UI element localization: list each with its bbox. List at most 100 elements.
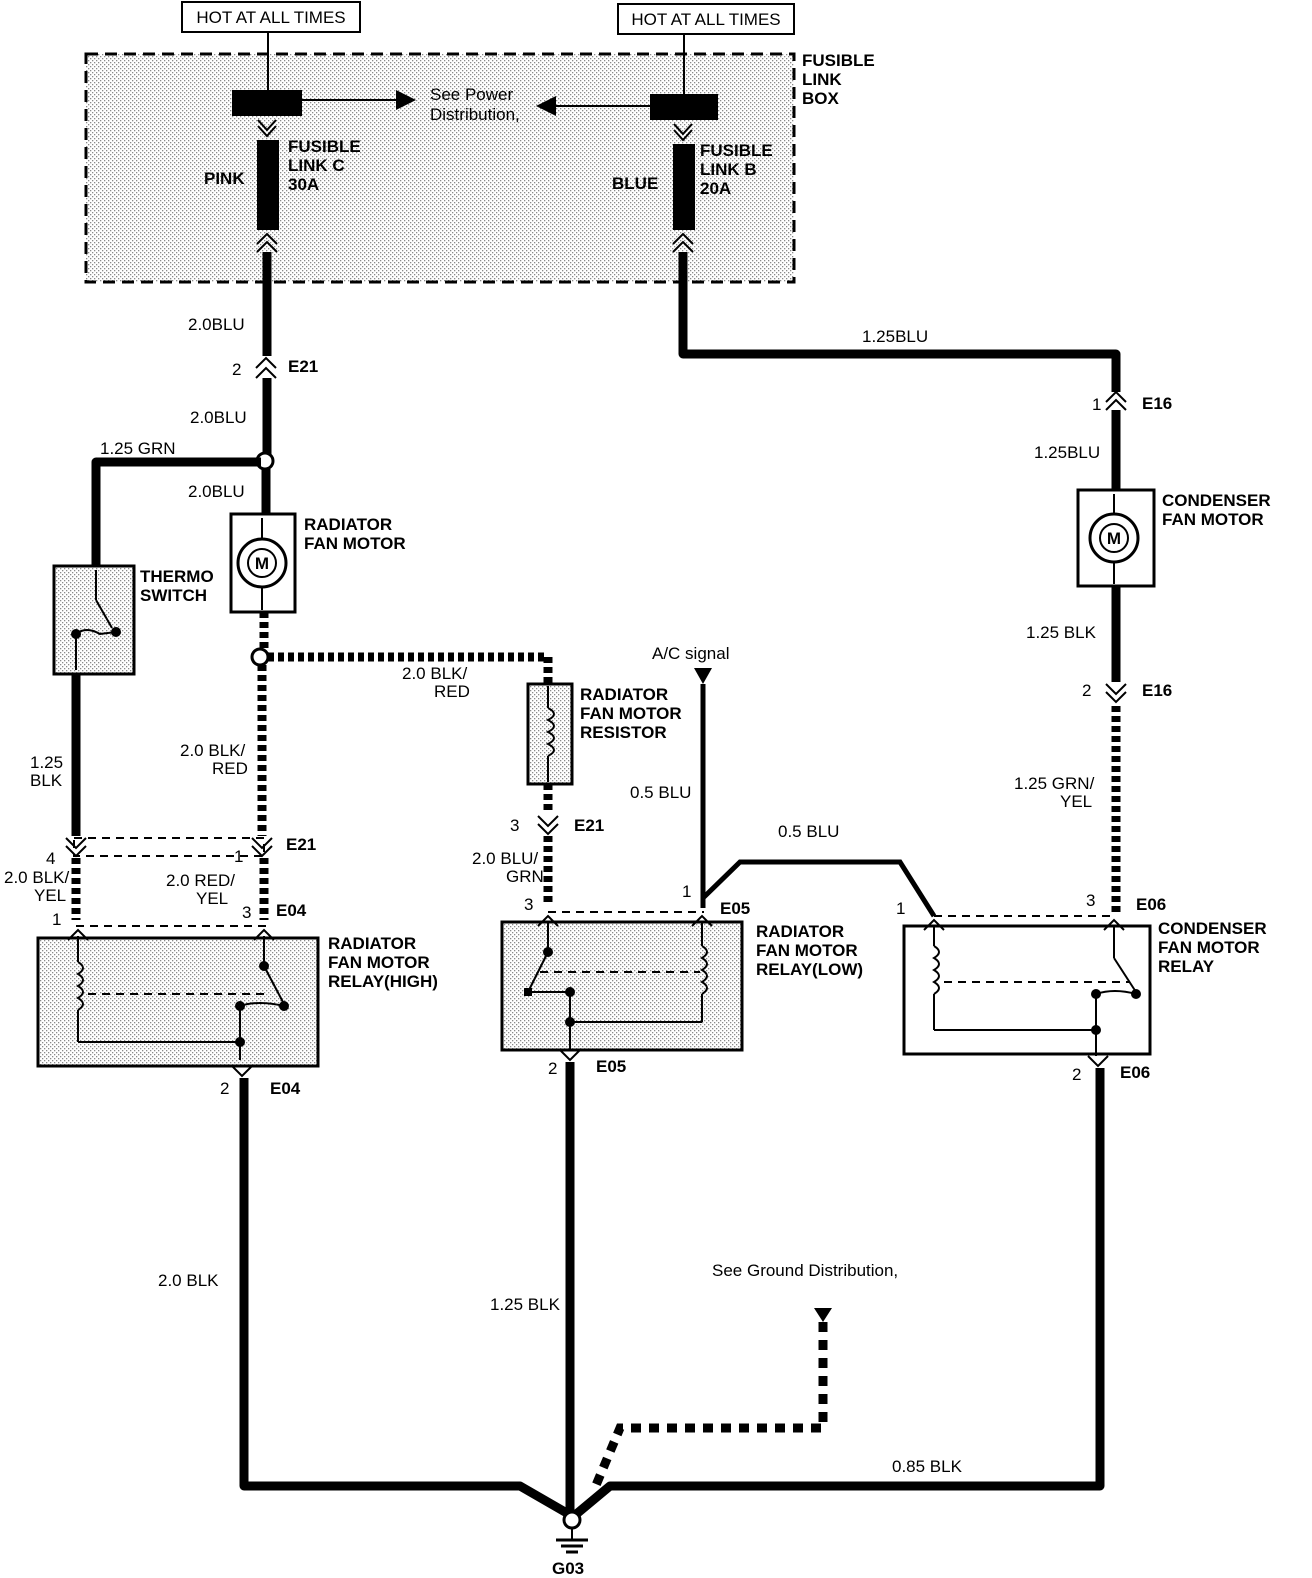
svg-text:0.5 BLU: 0.5 BLU bbox=[630, 783, 691, 802]
ground-g03: G03 bbox=[552, 1510, 588, 1578]
svg-text:RELAY(LOW): RELAY(LOW) bbox=[756, 960, 863, 979]
svg-text:FAN MOTOR: FAN MOTOR bbox=[304, 534, 406, 553]
connector-e21-top: 2 E21 bbox=[232, 356, 318, 379]
svg-text:E06: E06 bbox=[1136, 895, 1166, 914]
svg-text:HOT AT ALL TIMES: HOT AT ALL TIMES bbox=[196, 8, 345, 27]
connector-e04-top: 1 3 E04 bbox=[52, 901, 307, 929]
thermo-switch: THERMO SWITCH bbox=[52, 564, 214, 676]
connector-e16-top: 1 E16 bbox=[1092, 390, 1172, 414]
radiator-fan-relay-low: RADIATOR FAN MOTOR RELAY(LOW) bbox=[500, 914, 863, 1052]
connector-e21-left: E21 4 1 bbox=[46, 835, 316, 868]
svg-text:1.25 BLK: 1.25 BLK bbox=[1026, 623, 1097, 642]
svg-text:SWITCH: SWITCH bbox=[140, 586, 207, 605]
svg-text:2.0BLU: 2.0BLU bbox=[188, 315, 245, 334]
svg-text:CONDENSER: CONDENSER bbox=[1162, 491, 1271, 510]
svg-text:3: 3 bbox=[1086, 891, 1095, 910]
condenser-fan-motor: M CONDENSER FAN MOTOR bbox=[1076, 488, 1271, 588]
svg-text:2: 2 bbox=[1072, 1065, 1081, 1084]
hot-label-left: HOT AT ALL TIMES bbox=[181, 1, 361, 33]
svg-text:RADIATOR: RADIATOR bbox=[756, 922, 844, 941]
svg-text:BOX: BOX bbox=[802, 89, 840, 108]
svg-text:E21: E21 bbox=[574, 816, 604, 835]
svg-text:1.25: 1.25 bbox=[30, 753, 63, 772]
svg-text:YEL: YEL bbox=[1060, 792, 1092, 811]
svg-text:RADIATOR: RADIATOR bbox=[304, 515, 392, 534]
hot-label-right: HOT AT ALL TIMES bbox=[617, 3, 795, 35]
svg-text:2.0BLU: 2.0BLU bbox=[188, 482, 245, 501]
svg-text:FAN MOTOR: FAN MOTOR bbox=[1158, 938, 1260, 957]
fuse-b-terminal bbox=[650, 94, 718, 120]
fusible-link-b: FUSIBLE LINK B 20A BLUE bbox=[612, 123, 773, 253]
svg-text:YEL: YEL bbox=[196, 889, 228, 908]
fusible-link-box-label: FUSIBLE bbox=[802, 51, 875, 70]
svg-text:2.0 BLK/: 2.0 BLK/ bbox=[402, 664, 467, 683]
ground-distribution-ref: See Ground Distribution, bbox=[712, 1261, 898, 1280]
svg-text:2.0 RED/: 2.0 RED/ bbox=[166, 871, 235, 890]
svg-text:1: 1 bbox=[52, 910, 61, 929]
svg-text:1: 1 bbox=[234, 847, 243, 866]
fusible-c-color: PINK bbox=[204, 169, 245, 188]
radiator-fan-motor-resistor: RADIATOR FAN MOTOR RESISTOR bbox=[526, 682, 682, 786]
svg-text:RELAY(HIGH): RELAY(HIGH) bbox=[328, 972, 438, 991]
svg-text:RADIATOR: RADIATOR bbox=[580, 685, 668, 704]
svg-text:1.25BLU: 1.25BLU bbox=[862, 327, 928, 346]
svg-text:YEL: YEL bbox=[34, 886, 66, 905]
svg-text:E06: E06 bbox=[1120, 1063, 1150, 1082]
svg-text:RELAY: RELAY bbox=[1158, 957, 1215, 976]
svg-text:E16: E16 bbox=[1142, 394, 1172, 413]
svg-text:E04: E04 bbox=[270, 1079, 301, 1098]
svg-text:1.25 GRN: 1.25 GRN bbox=[100, 439, 176, 458]
fuse-c-terminal bbox=[232, 90, 302, 116]
svg-text:1.25BLU: 1.25BLU bbox=[1034, 443, 1100, 462]
power-distribution-ref: See Power bbox=[430, 85, 513, 104]
radiator-fan-relay-high: RADIATOR FAN MOTOR RELAY(HIGH) bbox=[36, 928, 438, 1068]
svg-text:HOT AT ALL TIMES: HOT AT ALL TIMES bbox=[631, 10, 780, 29]
svg-text:0.5 BLU: 0.5 BLU bbox=[778, 822, 839, 841]
svg-text:2.0 BLK: 2.0 BLK bbox=[158, 1271, 219, 1290]
svg-text:RED: RED bbox=[212, 759, 248, 778]
fusible-link-c: FUSIBLE LINK C 30A PINK bbox=[204, 119, 361, 253]
condenser-fan-relay: CONDENSER FAN MOTOR RELAY bbox=[902, 918, 1267, 1056]
svg-text:M: M bbox=[1107, 529, 1121, 548]
svg-text:1.25 GRN/: 1.25 GRN/ bbox=[1014, 774, 1095, 793]
svg-text:LINK: LINK bbox=[802, 70, 842, 89]
connector-e21-resistor: 3 E21 bbox=[510, 815, 604, 836]
fusible-b-color: BLUE bbox=[612, 174, 658, 193]
svg-text:RADIATOR: RADIATOR bbox=[328, 934, 416, 953]
svg-text:E21: E21 bbox=[288, 357, 318, 376]
svg-text:2: 2 bbox=[548, 1059, 557, 1078]
svg-text:RESISTOR: RESISTOR bbox=[580, 723, 667, 742]
svg-text:4: 4 bbox=[46, 849, 55, 868]
svg-text:2.0 BLK/: 2.0 BLK/ bbox=[4, 868, 69, 887]
svg-text:2.0 BLK/: 2.0 BLK/ bbox=[180, 741, 245, 760]
svg-text:RED: RED bbox=[434, 682, 470, 701]
svg-text:LINK C: LINK C bbox=[288, 156, 345, 175]
svg-text:0.85 BLK: 0.85 BLK bbox=[892, 1457, 963, 1476]
motor-symbol: M bbox=[255, 554, 269, 573]
svg-text:FUSIBLE: FUSIBLE bbox=[700, 141, 773, 160]
ac-signal-arrow bbox=[694, 668, 712, 684]
svg-text:2: 2 bbox=[1082, 681, 1091, 700]
connector-e05-top: 3 1 E05 bbox=[524, 882, 750, 918]
svg-text:20A: 20A bbox=[700, 179, 731, 198]
svg-text:E16: E16 bbox=[1142, 681, 1172, 700]
svg-text:FAN MOTOR: FAN MOTOR bbox=[1162, 510, 1264, 529]
svg-text:1: 1 bbox=[682, 882, 691, 901]
connector-e16-bottom: 2 E16 bbox=[1082, 681, 1172, 704]
svg-text:FAN MOTOR: FAN MOTOR bbox=[580, 704, 682, 723]
svg-text:1: 1 bbox=[896, 899, 905, 918]
svg-text:30A: 30A bbox=[288, 175, 319, 194]
svg-text:2.0BLU: 2.0BLU bbox=[190, 408, 247, 427]
splice-mid bbox=[250, 647, 270, 667]
svg-text:1.25 BLK: 1.25 BLK bbox=[490, 1295, 561, 1314]
svg-text:G03: G03 bbox=[552, 1559, 584, 1578]
svg-text:3: 3 bbox=[524, 895, 533, 914]
svg-text:Distribution,: Distribution, bbox=[430, 105, 520, 124]
svg-text:BLK: BLK bbox=[30, 771, 63, 790]
svg-text:FAN MOTOR: FAN MOTOR bbox=[756, 941, 858, 960]
svg-text:THERMO: THERMO bbox=[140, 567, 214, 586]
svg-text:GRN: GRN bbox=[506, 867, 544, 886]
svg-text:2: 2 bbox=[232, 360, 241, 379]
svg-text:FAN MOTOR: FAN MOTOR bbox=[328, 953, 430, 972]
